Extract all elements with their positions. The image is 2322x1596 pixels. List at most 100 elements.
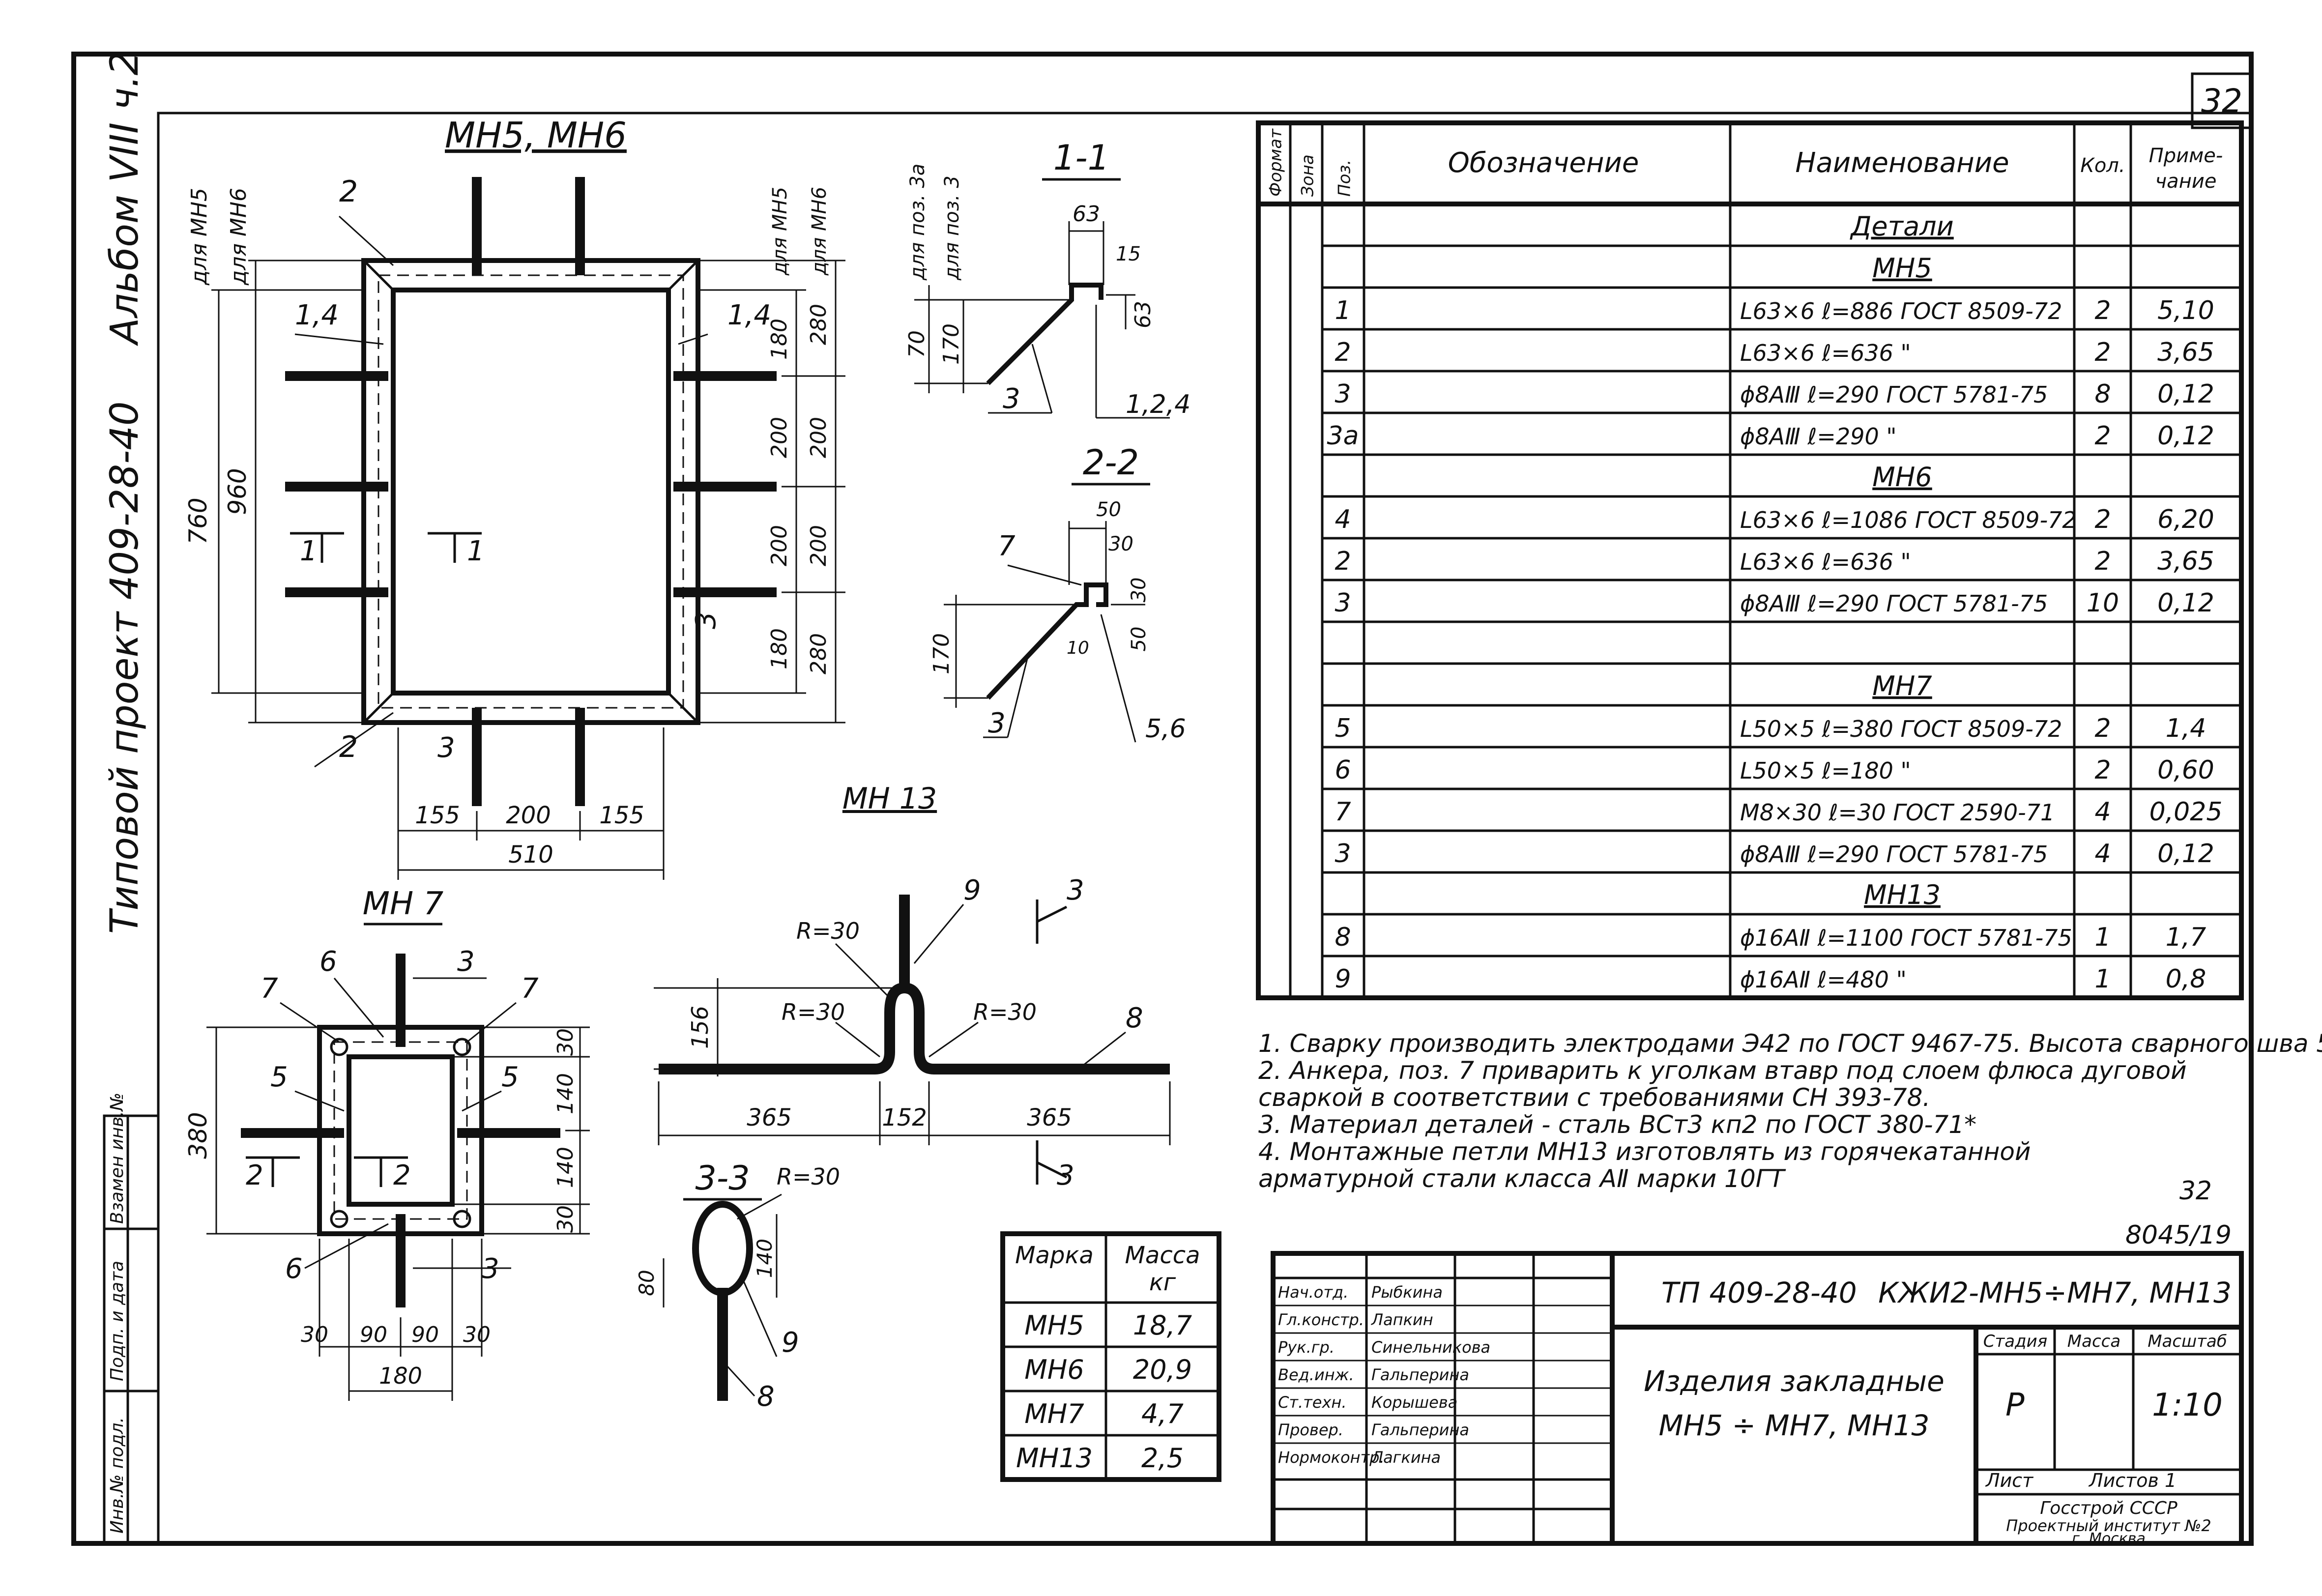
sec22-dim-30v: 30	[1128, 578, 1150, 603]
stamp-cell-sign: Подп. и дата	[107, 1261, 127, 1381]
mass-row-mark: МН13	[1016, 1443, 1093, 1474]
spec-pos: 3	[1335, 839, 1351, 869]
spec-row: Детали	[1850, 211, 1954, 242]
spec-pos: 7	[1335, 797, 1351, 827]
section-1-1: 1-1 63 15 63 70 170 для поз. 3а для поз.…	[904, 138, 1190, 419]
spec-pos: 3	[1335, 379, 1351, 409]
tb-person: Синельникова	[1371, 1338, 1490, 1357]
mn5-dim-total: 510	[508, 841, 553, 869]
spec-note: 0,12	[2157, 379, 2214, 409]
sec11-dim-63v: 63	[1131, 301, 1156, 328]
spec-note: 0,12	[2157, 421, 2214, 451]
notes-block: 1. Сварку производить электродами Э42 по…	[1258, 1029, 2322, 1193]
mn5-dim-760: 760	[184, 497, 212, 544]
spec-header-0: Формат	[1266, 128, 1286, 197]
sheet-number-box	[2191, 72, 2253, 129]
spec-name: ϕ8AⅢ ℓ=290 "	[1740, 423, 1897, 450]
tb-role: Ст.техн.	[1278, 1393, 1347, 1412]
spec-qty: 2	[2094, 505, 2111, 534]
mn7-title: МН 7	[363, 886, 444, 922]
sec22-dim-10: 10	[1067, 638, 1089, 658]
spec-note: 1,7	[2166, 923, 2206, 952]
sec11-pos-124: 1,2,4	[1126, 390, 1190, 419]
section-2-2: 2-2 50 30 30 50 10 170 7 3 5,6	[929, 442, 1186, 744]
sec22-pos-7: 7	[998, 530, 1016, 562]
mass-header-mark: Марка	[1015, 1242, 1094, 1269]
tb-person: Рыбкина	[1371, 1283, 1443, 1302]
mn13-section-mark-bottom: 3	[1057, 1160, 1074, 1191]
tb-code: КЖИ2-МН5÷МН7, МН13	[1878, 1276, 2232, 1309]
mn13-radius-1: R=30	[796, 918, 860, 944]
spec-name: ϕ16AⅡ ℓ=480 "	[1740, 966, 1907, 993]
spec-qty: 1	[2094, 923, 2111, 952]
mass-row-value: 18,7	[1133, 1310, 1192, 1341]
mn5-pos-14-left: 1,4	[295, 299, 339, 331]
spec-pos: 2	[1335, 338, 1351, 367]
spec-name: ϕ8AⅢ ℓ=290 ГОСТ 5781-75	[1740, 841, 2048, 868]
mn6-left-label: для МН6	[226, 188, 251, 286]
sec11-profile	[986, 283, 1103, 385]
spec-pos: 2	[1335, 547, 1351, 576]
sec11-dim-70: 70	[904, 330, 929, 358]
spec-note: 3,65	[2157, 547, 2214, 576]
drawing-mn5-mn6: МН5, МН6 760 960 для МН5 для МН6	[184, 115, 845, 880]
spec-qty: 8	[2094, 379, 2111, 409]
mn7-dim-b4: 30	[463, 1322, 491, 1347]
spec-header-name: Наименование	[1795, 147, 2009, 179]
left-stamp: Инв.№ подл. Подп. и дата Взамен инв.№	[103, 1093, 160, 1545]
mn7-pos-6-bottom: 6	[285, 1253, 303, 1285]
spec-name: Детали	[1850, 211, 1954, 242]
spec-header-qty: Кол.	[2080, 154, 2125, 177]
spec-name: МН7	[1872, 670, 1932, 701]
sec33-dim-140: 140	[753, 1239, 777, 1278]
stamp-cell-replace: Взамен инв.№	[107, 1093, 127, 1224]
spec-note: 1,4	[2166, 714, 2206, 743]
mass-table	[1000, 1231, 1221, 1482]
spec-name: ϕ16AⅡ ℓ=1100 ГОСТ 5781-75	[1740, 925, 2072, 951]
mn13-pos-9: 9	[963, 874, 981, 906]
spec-name: МН6	[1872, 462, 1932, 493]
spec-pos: 3	[1335, 588, 1351, 618]
mn13-dim-152: 152	[882, 1104, 927, 1132]
side-code-32: 32	[2179, 1176, 2212, 1206]
mn7-section-mark-center: 2	[393, 1160, 411, 1191]
mn5-dim-r2: 200	[767, 417, 792, 458]
spec-name: L63×6 ℓ=636 "	[1740, 340, 1911, 366]
tb-person: Лапкин	[1371, 1310, 1433, 1329]
sec22-dim-170: 170	[929, 633, 954, 674]
mn7-dim-r3: 140	[553, 1147, 578, 1188]
mass-row-mark: МН5	[1024, 1310, 1084, 1341]
spec-name: МН5	[1872, 253, 1932, 284]
mn7-dim-380: 380	[184, 1112, 212, 1159]
mn5-right-label: для МН5	[769, 187, 791, 276]
spec-header-note: Приме-	[2149, 145, 2223, 167]
spec-row: МН7	[1872, 670, 1932, 701]
tb-role: Нач.отд.	[1278, 1283, 1348, 1302]
spec-qty: 2	[2094, 755, 2111, 785]
sec11-label-3: для поз. 3	[941, 175, 963, 281]
spec-pos: 4	[1335, 505, 1351, 534]
mn6-dim-r3: 200	[806, 525, 831, 566]
spec-name: МН13	[1864, 879, 1941, 910]
tb-sheets-label: Листов 1	[2088, 1470, 2177, 1491]
tb-person: Лагкина	[1371, 1448, 1441, 1467]
mass-header-mass: Масса	[1125, 1242, 1200, 1269]
spec-qty: 1	[2094, 964, 2111, 994]
tb-name-1: Изделия закладные	[1644, 1364, 1945, 1398]
mn5-dim-b1: 155	[415, 802, 460, 829]
title-block-people: Нач.отд.РыбкинаГл.констр.ЛапкинРук.гр.Си…	[1273, 1283, 1612, 1467]
spec-header-1: Зона	[1298, 154, 1318, 197]
mn7-plate-inner	[347, 1054, 455, 1207]
sec33-pos-9: 9	[782, 1327, 799, 1359]
tb-scale-label: Масштаб	[2148, 1332, 2227, 1351]
tb-role: Рук.гр.	[1278, 1338, 1335, 1357]
mn7-dim-r1: 30	[553, 1028, 578, 1056]
mn5-left-label: для МН5	[187, 188, 212, 286]
